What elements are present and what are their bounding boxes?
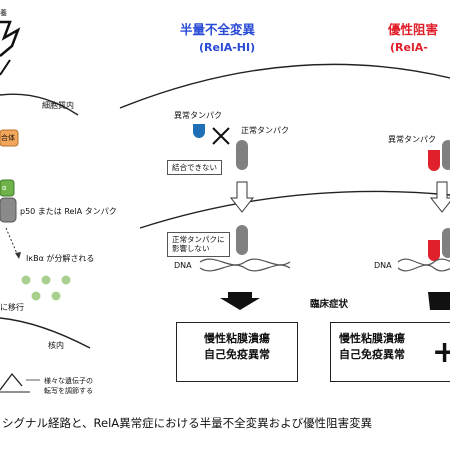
hollow-arrow-dn xyxy=(429,181,450,213)
hollow-arrow-hi xyxy=(229,181,255,213)
dn-result-line1: 慢性粘膜潰瘍 xyxy=(339,332,405,345)
result-arrow-hi xyxy=(220,292,260,310)
cell-membrane-right xyxy=(119,63,450,109)
ikb-degraded-label: IκBα が分解される xyxy=(26,254,95,263)
fragment-circle xyxy=(31,291,41,301)
dna-helix-dn xyxy=(397,258,450,266)
no-effect-callout: 正常タンパクに 影響しない xyxy=(167,232,230,257)
cannot-bind-text: 結合できない xyxy=(172,163,217,172)
hi-result-box: 慢性粘膜潰瘍 自己免疫異常 xyxy=(176,322,298,382)
nuclear-membrane-left xyxy=(0,317,91,349)
no-effect-line1: 正常タンパクに xyxy=(172,235,225,244)
dn-subtitle: (RelA- xyxy=(390,41,428,54)
dn-result-line2: 自己免疫異常 xyxy=(339,347,405,361)
plus-sign: + xyxy=(432,335,450,370)
normal-protein-gray-dn xyxy=(442,140,450,170)
dna-helix-hi xyxy=(199,258,291,266)
abnormal-protein-red xyxy=(428,150,440,171)
clinical-label: 臨床症状 xyxy=(310,299,349,310)
dn-title: 優性阻害 xyxy=(388,22,439,37)
gene-label-line1: 様々な遺伝子の xyxy=(44,377,93,385)
fragment-circle xyxy=(61,275,71,285)
hi-normal-protein-label: 正常タンパク xyxy=(241,126,289,135)
hi-result-line1: 慢性粘膜潰瘍 xyxy=(204,332,270,345)
hi-subtitle: (RelA-HI) xyxy=(199,41,256,54)
cell-membrane-left xyxy=(0,93,79,116)
result-arrow-dn xyxy=(428,292,450,310)
fragment-circle xyxy=(21,275,31,285)
nucleus-label-left: 核内 xyxy=(48,341,64,350)
gene-arrow xyxy=(0,372,23,391)
migrate-label: に移行 xyxy=(0,303,24,312)
ikb-alpha-shape xyxy=(0,179,15,197)
hi-title: 半量不全変異 xyxy=(180,22,256,37)
protein-label: p50 または RelA タンパク xyxy=(20,207,117,216)
dn-result-box: 慢性粘膜潰瘍 自己免疫異常 xyxy=(330,322,450,382)
cannot-bind-callout: 結合できない xyxy=(167,160,222,176)
complex-label: 合体 xyxy=(1,134,15,142)
degradation-arrow xyxy=(5,227,19,257)
hi-result-line2: 自己免疫異常 xyxy=(204,347,270,361)
abnormal-protein-red-lower xyxy=(428,240,440,261)
receptor-label-fragment: 養 xyxy=(0,9,7,17)
hi-dna-label: DNA xyxy=(174,261,192,270)
gene-label-line2: 転写を調節する xyxy=(44,387,93,395)
complex-shape xyxy=(0,129,19,147)
normal-protein-gray-lower xyxy=(236,225,248,255)
normal-protein-gray xyxy=(236,140,248,170)
dn-dna-label: DNA xyxy=(374,261,392,270)
fragment-circle xyxy=(41,275,51,285)
fragment-circle xyxy=(51,291,61,301)
receptor-shape xyxy=(0,20,21,57)
alpha-label: α xyxy=(2,184,7,192)
figure-caption: シグナル経路と、RelA異常症における半量不全変異および優性阻害変異 xyxy=(2,416,373,430)
hi-abnormal-protein-label: 異常タンパク xyxy=(174,111,222,120)
dn-abnormal-protein-label: 異常タンパク xyxy=(388,135,436,144)
receptor-stem xyxy=(0,59,11,76)
cytoplasm-label: 細胞質内 xyxy=(42,101,74,110)
p50-rela-protein xyxy=(0,197,17,223)
abnormal-protein-blue xyxy=(193,124,205,138)
nuclear-membrane-right xyxy=(139,190,450,229)
no-effect-line2: 影響しない xyxy=(172,244,210,254)
